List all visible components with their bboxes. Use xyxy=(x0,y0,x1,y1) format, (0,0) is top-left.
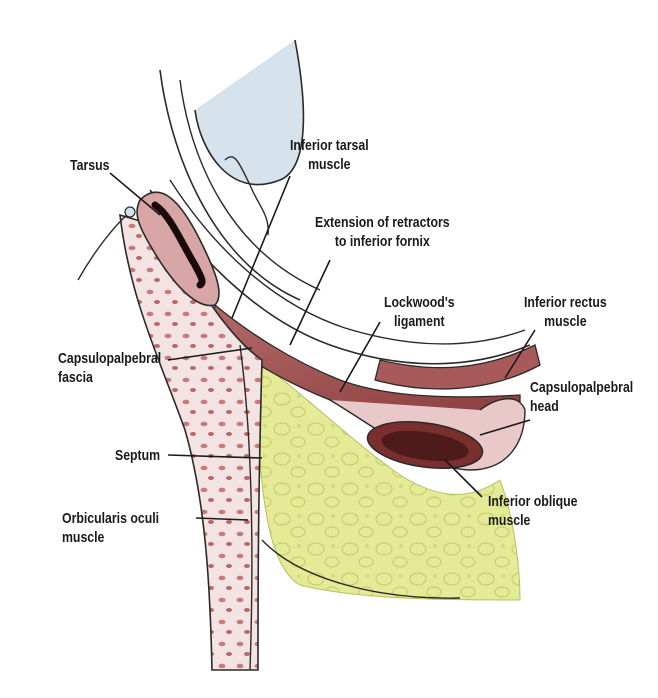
inferior-rectus-muscle xyxy=(375,345,540,389)
label-tarsus: Tarsus xyxy=(70,156,109,175)
label-septum: Septum xyxy=(115,446,160,465)
leader-extension-of-retractors xyxy=(290,260,330,345)
label-inferior-tarsal-muscle: Inferior tarsal muscle xyxy=(290,136,369,174)
label-extension-of-retractors: Extension of retractors to inferior forn… xyxy=(315,213,450,251)
label-orbicularis-oculi-muscle: Orbicularis oculi muscle xyxy=(62,509,159,547)
label-inferior-rectus-muscle: Inferior rectus muscle xyxy=(524,293,607,331)
label-lockwoods-ligament: Lockwood's ligament xyxy=(384,293,455,331)
label-inferior-oblique-muscle: Inferior oblique muscle xyxy=(488,492,578,530)
globe-outline xyxy=(195,40,303,185)
lid-margin-gland xyxy=(125,207,135,217)
label-capsulopalpebral-fascia: Capsulopalpebral fascia xyxy=(58,349,161,387)
label-capsulopalpebral-head: Capsulopalpebral head xyxy=(530,378,633,416)
